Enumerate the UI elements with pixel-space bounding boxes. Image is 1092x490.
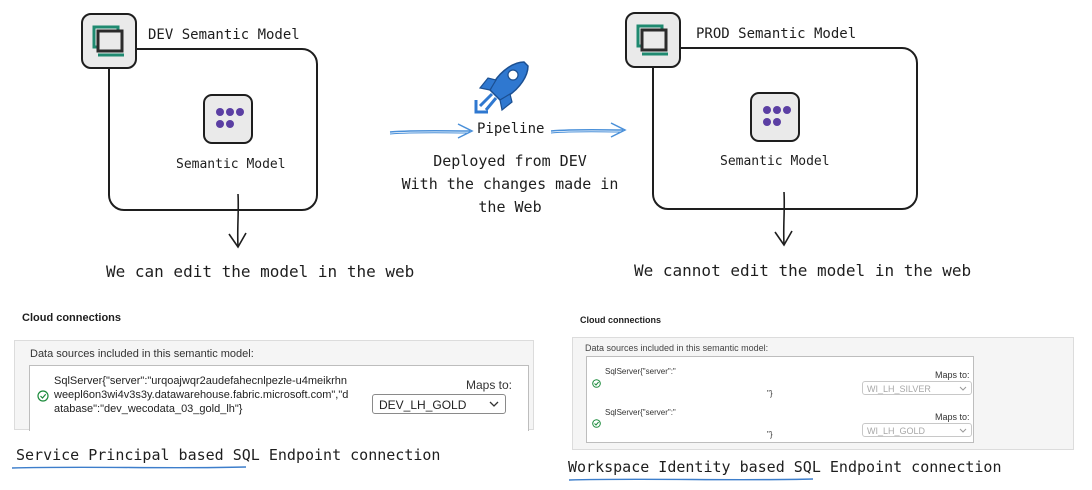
left-caption: Service Principal based SQL Endpoint con… [16,446,441,464]
dev-down-arrow [228,193,247,249]
pipeline-description-line: With the changes made in [401,175,619,193]
left-maps-to-select[interactable]: DEV_LH_GOLD [372,394,506,414]
left-flow-arrow [389,123,474,139]
left-maps-to-label: Maps to: [466,378,513,392]
left-cloud-connections-heading: Cloud connections [22,312,121,324]
pipeline-description-line: the Web [478,198,542,216]
right-connection-list: SqlServer{"server":" "} Maps to: WI_LH_S… [586,356,974,443]
chevron-down-icon [959,386,967,391]
right-flow-arrow [550,122,627,138]
rocket-pipeline-icon[interactable] [472,56,532,118]
semantic-model-workspace-icon [92,25,124,57]
connection-line: weepl6on3wi4v3s3y.datawarehouse.fabric.m… [54,389,349,401]
pipeline-description-line: Deployed from DEV [433,152,587,170]
chevron-down-icon [959,428,967,433]
prod-down-arrow [774,191,793,247]
right-row1-tail: "} [767,389,773,398]
prod-semantic-model-tile[interactable] [750,92,800,142]
dev-model-frame [108,48,318,211]
semantic-model-dots-icon [216,107,244,133]
prod-semantic-model-label: Semantic Model [720,154,830,169]
pipeline-label: Pipeline [477,121,545,137]
right-caption-underline [568,478,814,481]
prod-model-title: PROD Semantic Model [696,26,857,42]
dev-semantic-model-tile[interactable] [203,94,253,144]
chevron-down-icon [489,401,499,407]
connection-line: SqlServer{"server":"urqoajwqr2audefahecn… [54,375,347,387]
semantic-model-dots-icon [763,105,791,131]
check-circle-icon [592,419,601,428]
right-row1-maps-to-select[interactable]: WI_LH_SILVER [862,381,972,395]
right-cloud-connections-heading: Cloud connections [580,315,661,325]
connection-line: atabase":"dev_wecodata_03_gold_lh"} [54,403,243,415]
dev-workspace-tile [81,13,137,69]
right-row1-maps-to-value: WI_LH_SILVER [867,384,931,394]
pipeline-description: Deployed from DEV With the changes made … [370,150,650,219]
prod-edit-note: We cannot edit the model in the web [634,261,972,280]
left-connections-panel: Data sources included in this semantic m… [14,340,534,431]
check-circle-icon [37,390,49,402]
right-row1-maps-to-label: Maps to: [935,370,970,380]
left-maps-to-value: DEV_LH_GOLD [379,398,467,412]
left-connection-string: SqlServer{"server":"urqoajwqr2audefahecn… [54,374,348,416]
dev-semantic-model-label: Semantic Model [176,157,286,172]
right-connections-panel: Data sources included in this semantic m… [572,337,1074,450]
right-row2-maps-to-select[interactable]: WI_LH_GOLD [862,423,972,437]
check-circle-icon [592,379,601,388]
right-row1-connection: SqlServer{"server":" [605,367,676,376]
right-caption: Workspace Identity based SQL Endpoint co… [568,458,1002,476]
prod-workspace-tile [625,12,681,68]
right-row2-tail: "} [767,430,773,439]
right-sources-label: Data sources included in this semantic m… [585,343,769,353]
right-row2-connection: SqlServer{"server":" [605,408,676,417]
left-caption-underline [11,466,247,469]
semantic-model-workspace-icon [636,24,668,56]
right-row2-maps-to-label: Maps to: [935,412,970,422]
dev-model-title: DEV Semantic Model [148,27,300,43]
left-connection-row: SqlServer{"server":"urqoajwqr2audefahecn… [29,365,529,431]
dev-edit-note: We can edit the model in the web [106,262,415,281]
left-sources-label: Data sources included in this semantic m… [30,348,254,360]
right-row2-maps-to-value: WI_LH_GOLD [867,426,926,436]
